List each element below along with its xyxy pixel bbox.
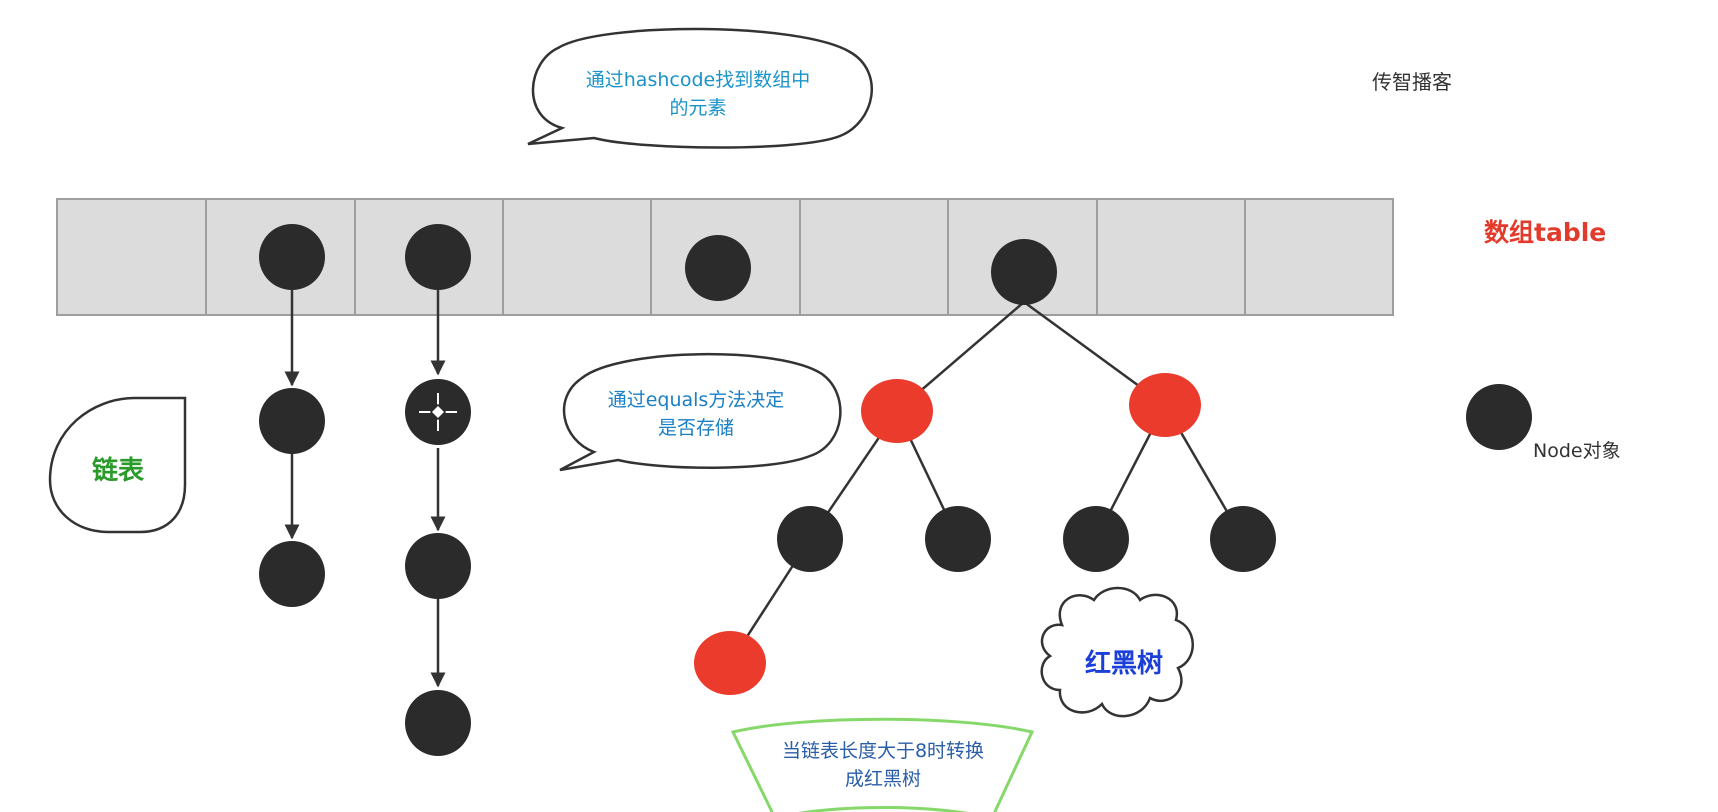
linked-list-label-bubble — [48, 396, 187, 534]
array-node — [259, 224, 325, 290]
tree-node-black — [1210, 506, 1276, 572]
node-legend-icon — [1466, 384, 1532, 450]
equals-callout-line2: 是否存储 — [658, 417, 734, 439]
array-node — [405, 224, 471, 290]
linked-list-label-shape: 链表 — [48, 396, 187, 534]
tree-node-red — [694, 631, 766, 695]
node-legend: Node对象 — [1466, 384, 1621, 462]
linked-list-nodes — [259, 379, 471, 756]
tree-node-black — [777, 506, 843, 572]
linked-list-edges — [284, 290, 446, 688]
conversion-note-shape — [730, 717, 1035, 812]
rbtree-label: 红黑树 — [1085, 648, 1163, 679]
array-nodes — [259, 224, 1057, 305]
node-legend-label: Node对象 — [1533, 440, 1621, 462]
array-node — [685, 235, 751, 301]
list-node — [259, 388, 325, 454]
list-node — [405, 690, 471, 756]
conversion-note: 当链表长度大于8时转换 成红黑树 — [730, 717, 1035, 812]
hashcode-callout: 通过hashcode找到数组中 的元素 — [527, 27, 874, 149]
equals-callout-line1: 通过equals方法决定 — [608, 389, 785, 411]
list-node — [405, 533, 471, 599]
tree-node-black — [1063, 506, 1129, 572]
rbtree-nodes — [694, 373, 1276, 695]
hashcode-callout-line1: 通过hashcode找到数组中 — [586, 69, 810, 91]
list-node — [259, 541, 325, 607]
conversion-note-line1: 当链表长度大于8时转换 — [782, 740, 984, 762]
rbtree-cloud: 红黑树 — [1040, 586, 1194, 718]
watermark-text: 传智播客 — [1372, 70, 1452, 94]
rbtree-cloud-shape — [1040, 586, 1194, 718]
array-node — [991, 239, 1057, 305]
hashcode-callout-bubble — [527, 27, 874, 149]
tree-node-red — [1129, 373, 1201, 437]
linked-list-label: 链表 — [92, 455, 145, 486]
array-table-label: 数组table — [1484, 218, 1606, 247]
tree-node-black — [925, 506, 991, 572]
hashcode-callout-line2: 的元素 — [669, 97, 726, 119]
tree-node-red — [861, 379, 933, 443]
equals-callout-bubble — [559, 352, 842, 472]
mouse-cursor-icon — [419, 393, 457, 431]
equals-callout: 通过equals方法决定 是否存储 — [559, 352, 842, 472]
conversion-note-line2: 成红黑树 — [845, 768, 921, 790]
